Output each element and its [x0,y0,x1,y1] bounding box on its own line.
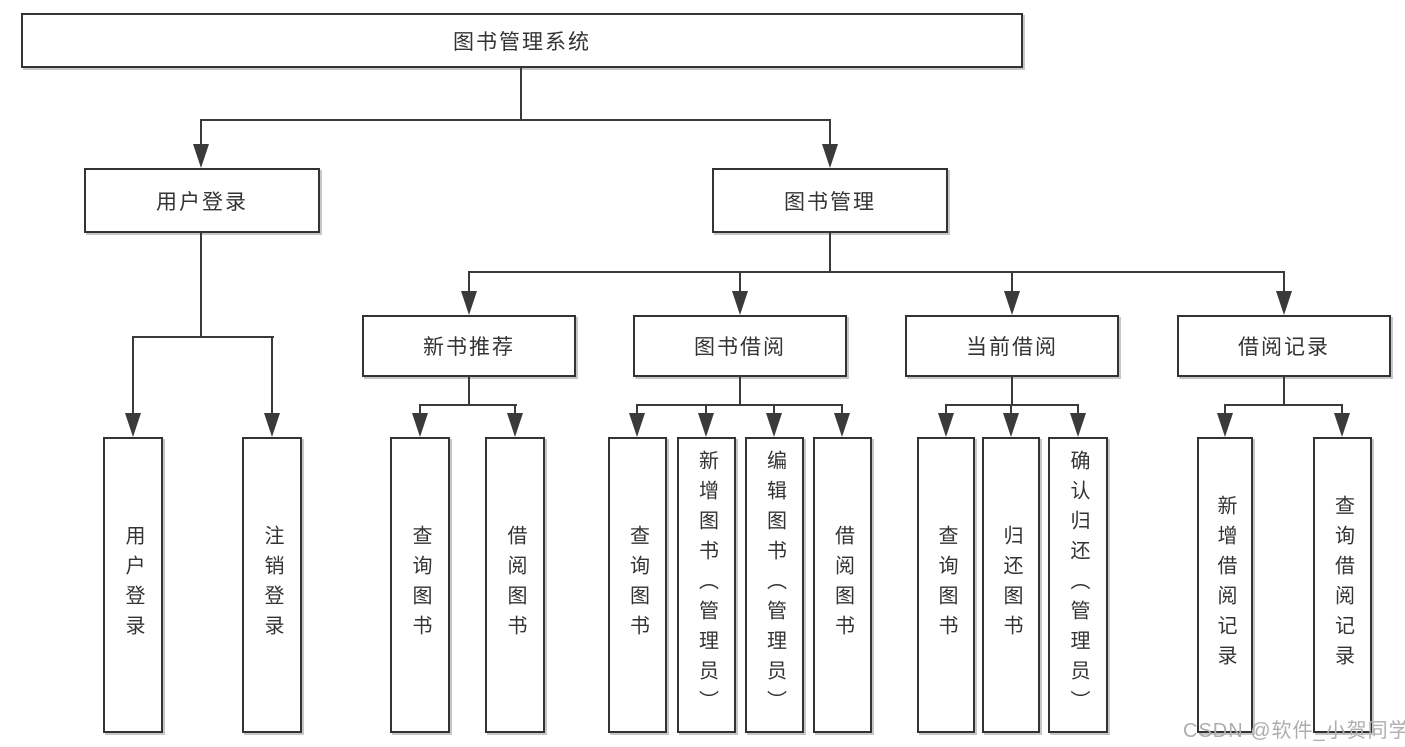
connector-to-cb-query [945,404,947,418]
connector-current-borrow-bar [945,404,1079,406]
node-br-add: 新增借阅记录 [1197,437,1253,733]
connector-book-borrow-stem [739,377,741,406]
connector-to-bb-add [705,404,707,418]
connector-to-br-add [1224,404,1226,418]
arrowhead-br-add-icon [1217,413,1233,437]
connector-to-book-borrow [739,271,741,295]
node-user-login-label: 用户登录 [156,190,248,214]
csdn-watermark: CSDN @软件_小贺同学 [1183,720,1405,742]
arrowhead-cb-return-icon [1003,413,1019,437]
node-book-borrow-label: 图书借阅 [694,336,786,359]
node-nbr-borrow-label: 借阅图书 [504,525,526,645]
connector-user-login-stem [200,233,202,338]
arrowhead-bb-borrow-icon [834,413,850,437]
node-root: 图书管理系统 [21,13,1023,68]
node-bb-borrow-label: 借阅图书 [831,525,854,645]
node-nbr-query: 查询图书 [390,437,450,733]
connector-root-to-book-mgmt [829,119,831,149]
arrowhead-book-borrow-icon [732,291,748,315]
arrowhead-ul-logout-icon [264,413,280,437]
connector-to-bb-edit [773,404,775,418]
node-cb-query-label: 查询图书 [935,525,957,645]
node-br-query: 查询借阅记录 [1313,437,1372,733]
arrowhead-br-query-icon [1334,413,1350,437]
connector-book-mgmt-bar [468,271,1285,273]
node-bb-add-label: 新增图书（管理员） [695,450,718,720]
node-current-borrow-label: 当前借阅 [966,336,1058,359]
node-book-mgmt: 图书管理 [712,168,948,233]
connector-to-current-borrow [1011,271,1013,295]
node-book-mgmt-label: 图书管理 [784,190,876,214]
connector-to-nbr-query [419,404,421,418]
node-bb-edit-label: 编辑图书（管理员） [763,450,786,720]
node-ul-logout-label: 注销登录 [261,525,283,645]
connector-to-bb-query [636,404,638,418]
connector-root-bar [200,119,831,121]
node-new-book-rec: 新书推荐 [362,315,576,377]
connector-to-borrow-record [1283,271,1285,295]
arrowhead-user-login-icon [193,144,209,168]
node-user-login: 用户登录 [84,168,320,233]
connector-to-br-query [1341,404,1343,418]
node-br-query-label: 查询借阅记录 [1331,495,1354,675]
connector-current-borrow-stem [1011,377,1013,406]
connector-root-stem [520,68,522,121]
connector-root-to-user-login [200,119,202,149]
node-ul-user-login: 用户登录 [103,437,163,733]
arrowhead-current-borrow-icon [1004,291,1020,315]
node-ul-logout: 注销登录 [242,437,302,733]
connector-borrow-record-stem [1283,377,1285,406]
arrowhead-bb-add-icon [698,413,714,437]
node-cb-confirm: 确认归还（管理员） [1048,437,1108,733]
node-cb-confirm-label: 确认归还（管理员） [1067,450,1089,720]
node-bb-query: 查询图书 [608,437,667,733]
connector-to-cb-confirm [1077,404,1079,418]
node-root-label: 图书管理系统 [453,30,591,54]
arrowhead-borrow-record-icon [1276,291,1292,315]
connector-new-book-rec-stem [468,377,470,406]
node-ul-user-login-label: 用户登录 [122,525,144,645]
node-cb-return: 归还图书 [982,437,1040,733]
node-bb-query-label: 查询图书 [626,525,649,645]
node-cb-return-label: 归还图书 [1000,525,1022,645]
node-bb-edit: 编辑图书（管理员） [745,437,804,733]
connector-user-login-bar [132,336,274,338]
node-borrow-record: 借阅记录 [1177,315,1391,377]
node-book-borrow: 图书借阅 [633,315,847,377]
connector-book-mgmt-stem [829,233,831,273]
node-bb-borrow: 借阅图书 [813,437,872,733]
connector-to-ul-logout [271,336,273,416]
connector-to-ul-user-login [132,336,134,416]
arrowhead-ul-user-login-icon [125,413,141,437]
arrowhead-cb-query-icon [938,413,954,437]
node-nbr-borrow: 借阅图书 [485,437,545,733]
connector-to-cb-return [1010,404,1012,418]
arrowhead-bb-query-icon [629,413,645,437]
node-new-book-rec-label: 新书推荐 [423,336,515,359]
arrowhead-bb-edit-icon [766,413,782,437]
arrowhead-book-mgmt-icon [822,144,838,168]
connector-to-bb-borrow [841,404,843,418]
node-nbr-query-label: 查询图书 [409,525,431,645]
node-cb-query: 查询图书 [917,437,975,733]
node-borrow-record-label: 借阅记录 [1238,336,1330,359]
arrowhead-new-book-rec-icon [461,291,477,315]
connector-borrow-record-bar [1224,404,1343,406]
arrowhead-nbr-borrow-icon [507,413,523,437]
node-bb-add: 新增图书（管理员） [677,437,736,733]
connector-to-new-book-rec [468,271,470,295]
connector-book-borrow-bar [636,404,843,406]
node-current-borrow: 当前借阅 [905,315,1119,377]
connector-to-nbr-borrow [514,404,516,418]
connector-new-book-rec-bar [419,404,517,406]
arrowhead-nbr-query-icon [412,413,428,437]
arrowhead-cb-confirm-icon [1070,413,1086,437]
node-br-add-label: 新增借阅记录 [1214,495,1236,675]
